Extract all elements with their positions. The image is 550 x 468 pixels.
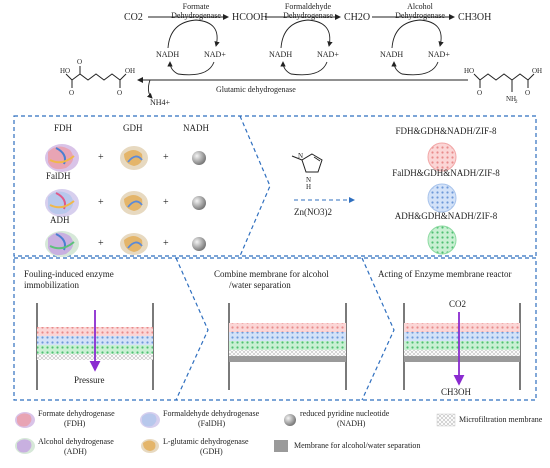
svg-text:N: N	[306, 176, 311, 184]
step1-title-line2: immobilization	[24, 280, 79, 290]
adh-enzyme-label-1: Alcohol	[407, 2, 433, 11]
plus-2b: +	[163, 197, 169, 208]
legend-separation-membrane: Membrane for alcohol/water separation	[294, 441, 421, 450]
nadh-label-1: NADH	[156, 50, 180, 59]
step2-title-line1: Combine membrane for alcohol	[214, 269, 329, 279]
reactor-2	[228, 303, 347, 390]
faldh-enzyme-label-1: Formaldehyde	[284, 2, 332, 11]
reactor-ch3oh-label: CH3OH	[441, 387, 472, 397]
enzyme-icons-middle	[45, 144, 206, 257]
product-3-label: ADH&GDH&NADH/ZIF-8	[394, 211, 498, 221]
legend-adh-line1: Alcohol dehydrogenase	[38, 437, 114, 446]
svg-text:OH: OH	[532, 67, 542, 75]
reactor-co2-label: CO2	[449, 299, 467, 309]
legend-adh-line2: (ADH)	[64, 447, 87, 456]
legend-faldh-line1: Formaldehyde dehydrogenase	[163, 409, 260, 418]
svg-text:O: O	[69, 89, 74, 97]
legend-microfiltration: Microfiltration membrane	[459, 415, 543, 424]
glutamic-dehydrogenase-label: Glutamic dehydrogenase	[216, 85, 296, 94]
svg-text:O: O	[525, 89, 530, 97]
co2-label: CO2	[124, 12, 143, 23]
nad-label-2: NAD+	[317, 50, 339, 59]
legend-fdh-line2: (FDH)	[64, 419, 86, 428]
fdh-enzyme-label-2: Dehydrogenase	[171, 11, 221, 20]
svg-text:2: 2	[515, 100, 518, 105]
fdh-label: FDH	[54, 123, 73, 133]
svg-text:O: O	[117, 89, 122, 97]
plus-1b: +	[163, 152, 169, 163]
plus-3a: +	[98, 238, 104, 249]
step3-title: Acting of Enzyme membrane reactor	[378, 269, 512, 279]
alpha-ketoglutarate-structure	[65, 66, 127, 88]
pressure-label: Pressure	[74, 375, 105, 385]
nadh-label-3: NADH	[380, 50, 404, 59]
akg-atoms: HO O O OH O	[60, 58, 135, 97]
reactor-1	[36, 303, 154, 390]
cofactor-arrows	[167, 19, 444, 76]
middle-panel-frame	[13, 115, 537, 257]
legend-gdh-line1: L-glutamic dehydrogenase	[163, 437, 249, 446]
zinc-nitrate-label: Zn(NO3)2	[294, 207, 332, 217]
legend-nadh-line1: reduced pyridine nucleotide	[300, 409, 390, 418]
nad-label-3: NAD+	[428, 50, 450, 59]
gdh-arrow	[137, 77, 468, 99]
nad-label-1: NAD+	[204, 50, 226, 59]
reactor-3	[403, 303, 521, 390]
hcooh-label: HCOOH	[232, 12, 268, 23]
legend-nadh-line2: (NADH)	[337, 419, 366, 428]
gdh-label: GDH	[123, 123, 143, 133]
glutamate-structure	[473, 73, 535, 92]
glutamate-atoms: HO O O OH NH2	[464, 67, 542, 105]
imidazole-structure: N H N	[291, 152, 323, 191]
legend-icons	[15, 412, 456, 454]
bottom-panel-frame	[13, 257, 537, 401]
zif8-particles	[427, 142, 457, 255]
adh-enzyme-label-2: Dehydrogenase	[395, 11, 445, 20]
plus-1a: +	[98, 152, 104, 163]
svg-text:N: N	[298, 152, 303, 160]
svg-text:H: H	[306, 183, 311, 191]
step2-title-line2: /water separation	[229, 280, 291, 290]
legend-gdh-line2: (GDH)	[200, 447, 223, 456]
product-1-label: FDH&GDH&NADH/ZIF-8	[395, 126, 497, 136]
nadh-label-2: NADH	[269, 50, 293, 59]
svg-text:O: O	[477, 89, 482, 97]
svg-text:HO: HO	[464, 67, 474, 75]
faldh-label: FalDH	[46, 171, 71, 181]
svg-text:O: O	[77, 58, 82, 66]
product-2-label: FalDH&GDH&NADH/ZIF-8	[392, 168, 500, 178]
ch2o-label: CH2O	[344, 12, 371, 23]
svg-text:NH: NH	[506, 95, 516, 103]
svg-text:OH: OH	[125, 67, 135, 75]
svg-text:HO: HO	[60, 67, 70, 75]
legend-faldh-line2: (FalDH)	[198, 419, 226, 428]
ch3oh-label: CH3OH	[458, 12, 492, 23]
plus-3b: +	[163, 238, 169, 249]
legend-fdh-line1: Formate dehydrogenase	[38, 409, 115, 418]
plus-2a: +	[98, 197, 104, 208]
nh4-label: NH4+	[150, 98, 171, 107]
fdh-enzyme-label-1: Formate	[182, 2, 210, 11]
adh-label: ADH	[50, 215, 70, 225]
faldh-enzyme-label-2: Dehydrogenase	[283, 11, 333, 20]
step1-title-line1: Fouling-induced enzyme	[24, 269, 114, 279]
nadh-label: NADH	[183, 123, 209, 133]
